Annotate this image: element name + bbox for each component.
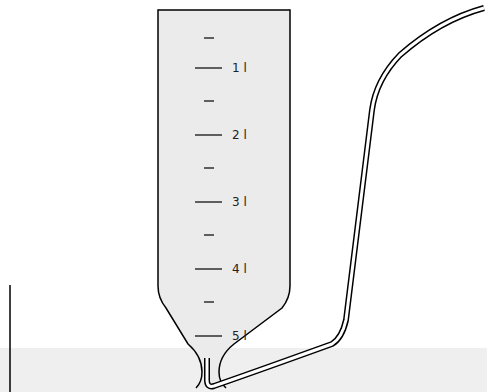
tick-mark [204,167,214,168]
measuring-cylinder [158,10,290,388]
tick-mark [195,335,222,336]
tick-mark [204,234,214,235]
water-surface [0,348,487,392]
volume-label: 3 l [232,195,247,209]
volume-label: 1 l [232,61,247,75]
tick-mark [195,67,222,68]
tick-mark [204,37,214,38]
graduation-marks [195,38,222,336]
tick-mark [204,100,214,101]
tick-mark [204,301,214,302]
cylinder-fill [158,10,290,388]
volume-label: 4 l [232,262,247,276]
volume-label: 5 l [232,329,247,343]
trough-wall [9,285,11,392]
tick-mark [195,268,222,269]
volume-label: 2 l [232,128,247,142]
tick-mark [195,201,222,202]
delivery-tube [207,8,484,386]
delivery-tube-bore [207,8,484,386]
tick-mark [195,134,222,135]
